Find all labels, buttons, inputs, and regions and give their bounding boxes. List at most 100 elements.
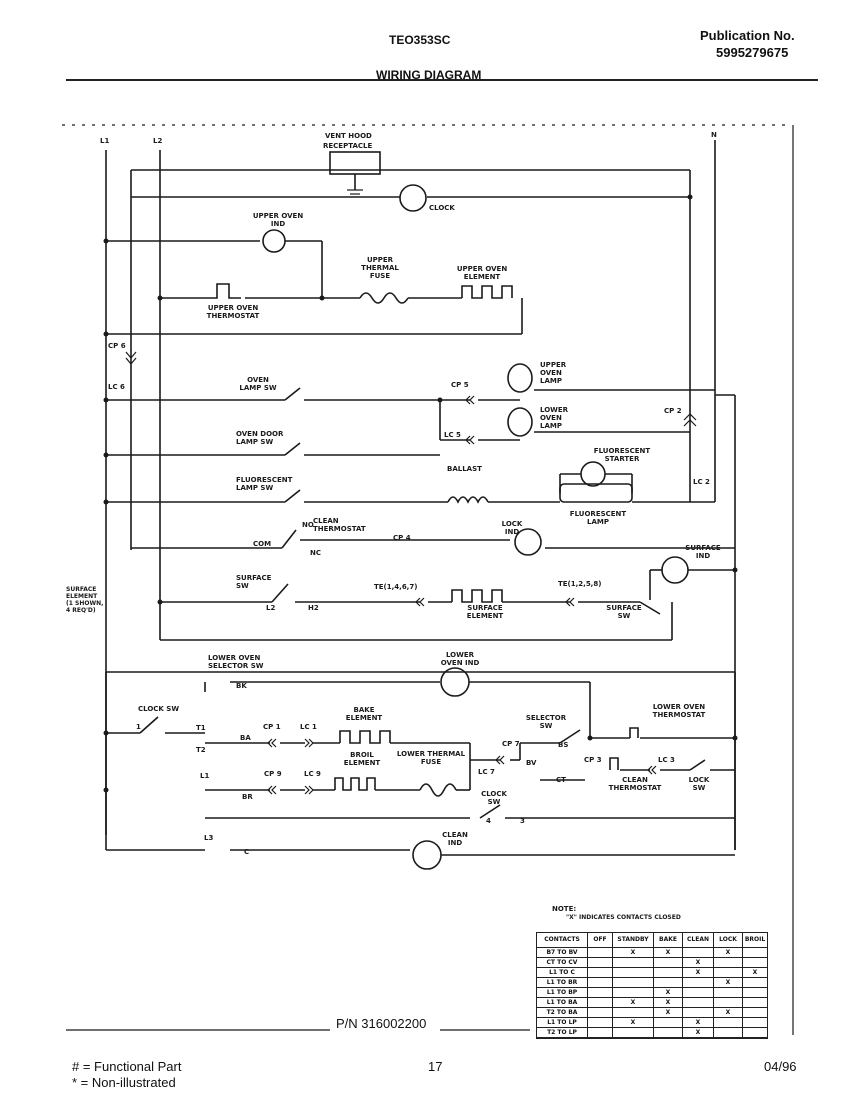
upper-oven-lamp [507, 363, 533, 393]
bake-element-coil [339, 730, 391, 744]
table-head-lock: LOCK [714, 933, 743, 947]
table-cell [588, 1028, 613, 1037]
note-heading: NOTE: [552, 905, 577, 913]
label-t2: T2 [196, 746, 206, 754]
table-cell [743, 1028, 767, 1037]
legend-non-illustrated: * = Non-illustrated [72, 1075, 176, 1090]
table-cell [654, 978, 683, 987]
table-cell [654, 1028, 683, 1037]
label-surface-ind: SURFACE IND [685, 544, 721, 560]
table-cell: X [683, 1028, 714, 1037]
label-l1-small: L1 [200, 772, 210, 780]
surface-element-coil [451, 589, 503, 603]
broil-element-coil [334, 777, 376, 791]
label-nc: NC [310, 549, 321, 557]
label-cp7: CP 7 [502, 740, 520, 748]
label-sw3: 3 [520, 817, 525, 825]
label-lower-oven-selector-sw: LOWER OVEN SELECTOR SW [208, 654, 264, 670]
label-upper-thermal-fuse: UPPER THERMAL FUSE [361, 256, 399, 280]
upper-oven-ind-lamp [262, 229, 286, 253]
label-lock-ind: LOCK IND [501, 520, 523, 536]
table-cell [588, 978, 613, 987]
upper-oven-element [461, 285, 513, 299]
label-no: NO [302, 521, 314, 529]
ballast-coil [447, 496, 489, 504]
table-row: L1 TO BR X [537, 978, 767, 988]
table-head-standby: STANDBY [613, 933, 654, 947]
table-cell: X [714, 948, 743, 957]
label-upper-oven-ind: UPPER OVEN IND [252, 212, 304, 228]
label-vent-hood: VENT HOOD [325, 132, 372, 140]
table-cell: L1 TO BP [537, 988, 588, 997]
label-fluorescent-starter: FLUORESCENT STARTER [593, 447, 651, 463]
table-cell [743, 1008, 767, 1017]
label-ba: BA [240, 734, 251, 742]
table-head-contacts: CONTACTS [537, 933, 588, 947]
table-cell [588, 1008, 613, 1017]
part-number: P/N 316002200 [336, 1016, 427, 1031]
table-cell [743, 948, 767, 957]
label-l2-small: L2 [266, 604, 276, 612]
table-cell [613, 958, 654, 967]
table-cell [714, 1018, 743, 1027]
lock-ind-lamp [514, 528, 542, 556]
table-cell [743, 958, 767, 967]
table-cell [743, 998, 767, 1007]
table-cell [714, 968, 743, 977]
table-cell [714, 998, 743, 1007]
label-cp2: CP 2 [664, 407, 682, 415]
label-bk: BK [236, 682, 247, 690]
label-lower-oven-ind: LOWER OVEN IND [440, 651, 480, 667]
table-cell [654, 958, 683, 967]
header-rule [66, 79, 818, 81]
lower-oven-lamp [507, 407, 533, 437]
label-bv: BV [526, 759, 537, 767]
table-cell [743, 988, 767, 997]
table-cell: X [752, 969, 758, 976]
label-clock-sw-bottom: CLOCK SW [481, 790, 507, 806]
label-l2: L2 [153, 137, 163, 145]
table-cell [588, 998, 613, 1007]
table-cell [683, 998, 714, 1007]
table-cell [714, 988, 743, 997]
table-cell [714, 1028, 743, 1037]
label-t1: T1 [196, 724, 206, 732]
table-cell [654, 968, 683, 977]
label-lock-sw: LOCK SW [688, 776, 710, 792]
label-ct: CT [556, 776, 566, 784]
table-cell: X [683, 958, 714, 967]
label-br: BR [242, 793, 253, 801]
clean-thermostat-switch [609, 757, 619, 770]
table-cell [588, 968, 613, 977]
label-te-right: TE(1,2,5,8) [558, 580, 602, 588]
table-cell: X [714, 978, 743, 987]
upper-thermal-fuse [359, 292, 409, 304]
fluorescent-lamp-tube [559, 483, 633, 503]
table-cell: X [714, 1008, 743, 1017]
table-cell [654, 1018, 683, 1027]
label-clean-thermostat-top: CLEAN THERMOSTAT [313, 517, 366, 533]
page-number: 17 [428, 1059, 443, 1074]
table-cell [743, 978, 767, 987]
model-number: TEO353SC [389, 33, 451, 47]
label-broil-element: BROIL ELEMENT [343, 751, 381, 767]
legend-functional: # = Functional Part [72, 1059, 182, 1074]
label-ballast: BALLAST [447, 465, 482, 473]
table-cell: T2 TO BA [537, 1008, 588, 1017]
table-cell: L1 TO BR [537, 978, 588, 987]
label-lc2: LC 2 [693, 478, 710, 486]
label-clock-sw: CLOCK SW [138, 705, 180, 713]
label-lower-thermal-fuse: LOWER THERMAL FUSE [396, 750, 466, 766]
label-cp9: CP 9 [264, 770, 282, 778]
label-lc6: LC 6 [108, 383, 125, 391]
label-cp1: CP 1 [263, 723, 281, 731]
table-cell [683, 948, 714, 957]
label-clean-thermostat-bottom: CLEAN THERMOSTAT [608, 776, 662, 792]
table-head-broil: BROIL [744, 936, 766, 943]
label-selector-sw: SELECTOR SW [525, 714, 567, 730]
